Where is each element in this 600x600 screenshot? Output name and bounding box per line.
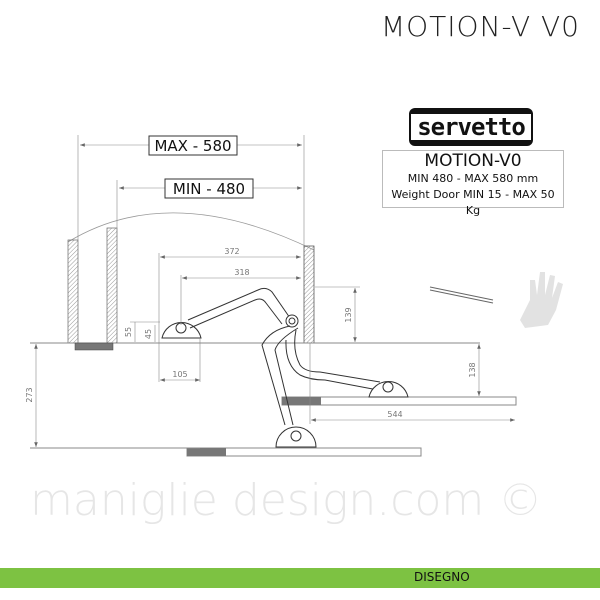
dim-55: 55 (124, 327, 133, 337)
dim-318: 318 (234, 268, 249, 277)
servetto-logo: servetto (409, 108, 533, 146)
dim-372: 372 (224, 247, 239, 256)
spec-model: MOTION-V0 (424, 151, 522, 171)
spec-box: MOTION-V0 MIN 480 - MAX 580 mm Weight Do… (382, 150, 564, 217)
dim-273: 273 (25, 387, 34, 402)
dim-139: 139 (344, 307, 353, 322)
footer-bar: DISEGNO (0, 568, 600, 588)
footer-label: DISEGNO (414, 570, 470, 584)
dim-105: 105 (172, 370, 187, 379)
page-title: MOTION-V V0 (380, 10, 580, 43)
spec-weight: Weight Door MIN 15 - MAX 50 Kg (391, 188, 555, 217)
hand-watermark-icon (520, 272, 563, 328)
dim-45: 45 (144, 329, 153, 339)
spec-range: MIN 480 - MAX 580 mm (407, 172, 539, 185)
min-width-label: MIN - 480 (173, 180, 245, 198)
min-label-box (164, 178, 254, 199)
max-width-label: MAX - 580 (154, 137, 231, 155)
door-open-line (429, 286, 494, 301)
door-panel-left-outer (67, 239, 79, 344)
cabinet-side-panel (303, 245, 315, 344)
dim-544: 544 (387, 410, 402, 419)
dim-138: 138 (468, 362, 477, 377)
watermark: maniglie design.com © (30, 475, 542, 526)
lift-mechanism (161, 287, 409, 448)
door-swing-curve (67, 212, 315, 251)
door-panel-left-inner (106, 227, 118, 344)
max-label-box (148, 135, 238, 156)
